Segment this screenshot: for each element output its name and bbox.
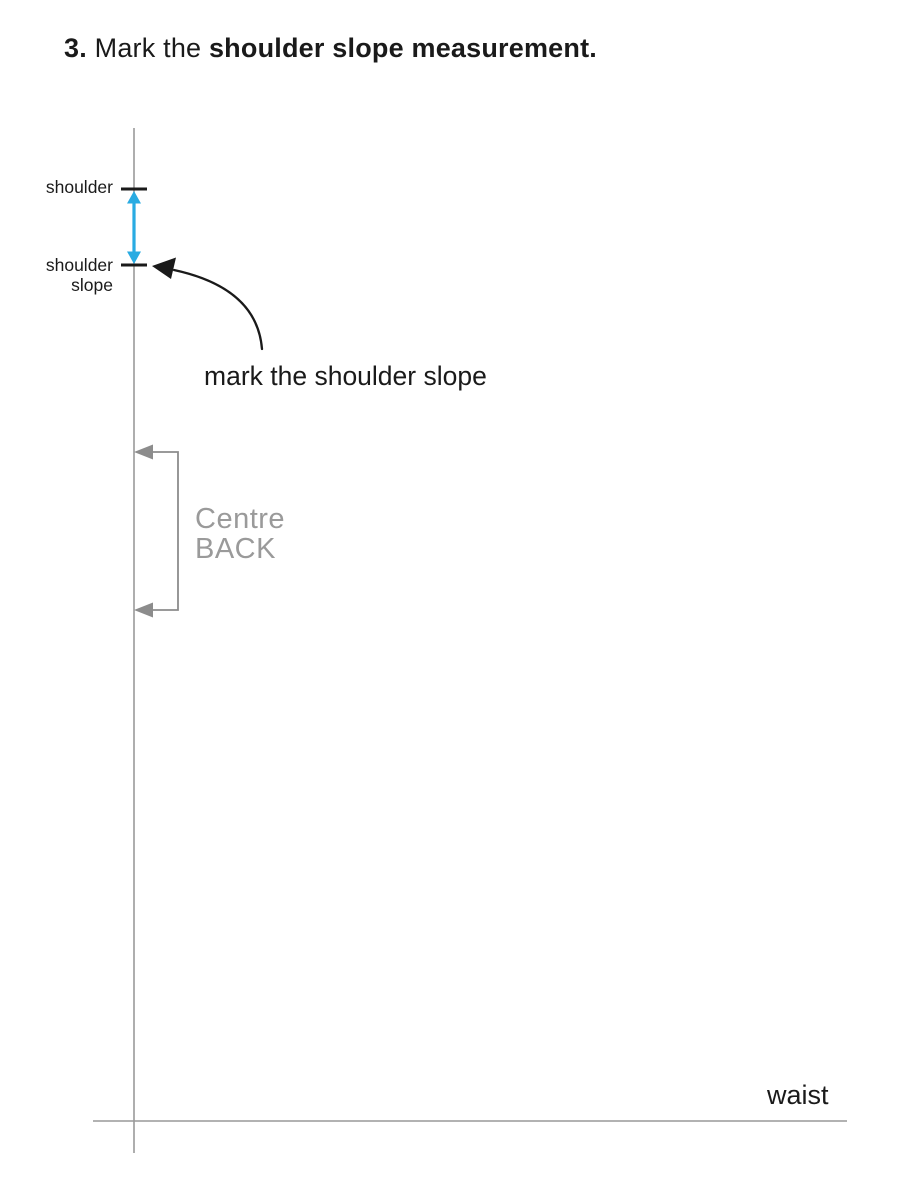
step-title-lead: Mark the (86, 33, 209, 63)
bracket-top-arrow-icon (134, 444, 153, 460)
shoulder-slope-label: shoulder slope (45, 255, 113, 295)
pointer-arrow-curve (172, 268, 264, 351)
step-number: 3. (64, 33, 87, 63)
centre-back-label: Centre BACK (195, 503, 286, 565)
measure-arrow-up-head-icon (127, 191, 141, 204)
measure-arrow-down-head-icon (127, 251, 141, 264)
step-title-emphasis: shoulder slope measurement. (208, 33, 597, 63)
waist-label: waist (767, 1080, 829, 1110)
pointer-arrow-head-icon (152, 257, 176, 279)
centre-back-bracket (150, 451, 179, 611)
step-title: 3. Mark the shoulder slope measurement. (64, 33, 597, 64)
shoulder-label: shoulder (45, 177, 113, 197)
mark-shoulder-slope-annotation: mark the shoulder slope (204, 361, 487, 391)
bracket-bottom-arrow-icon (134, 602, 153, 618)
